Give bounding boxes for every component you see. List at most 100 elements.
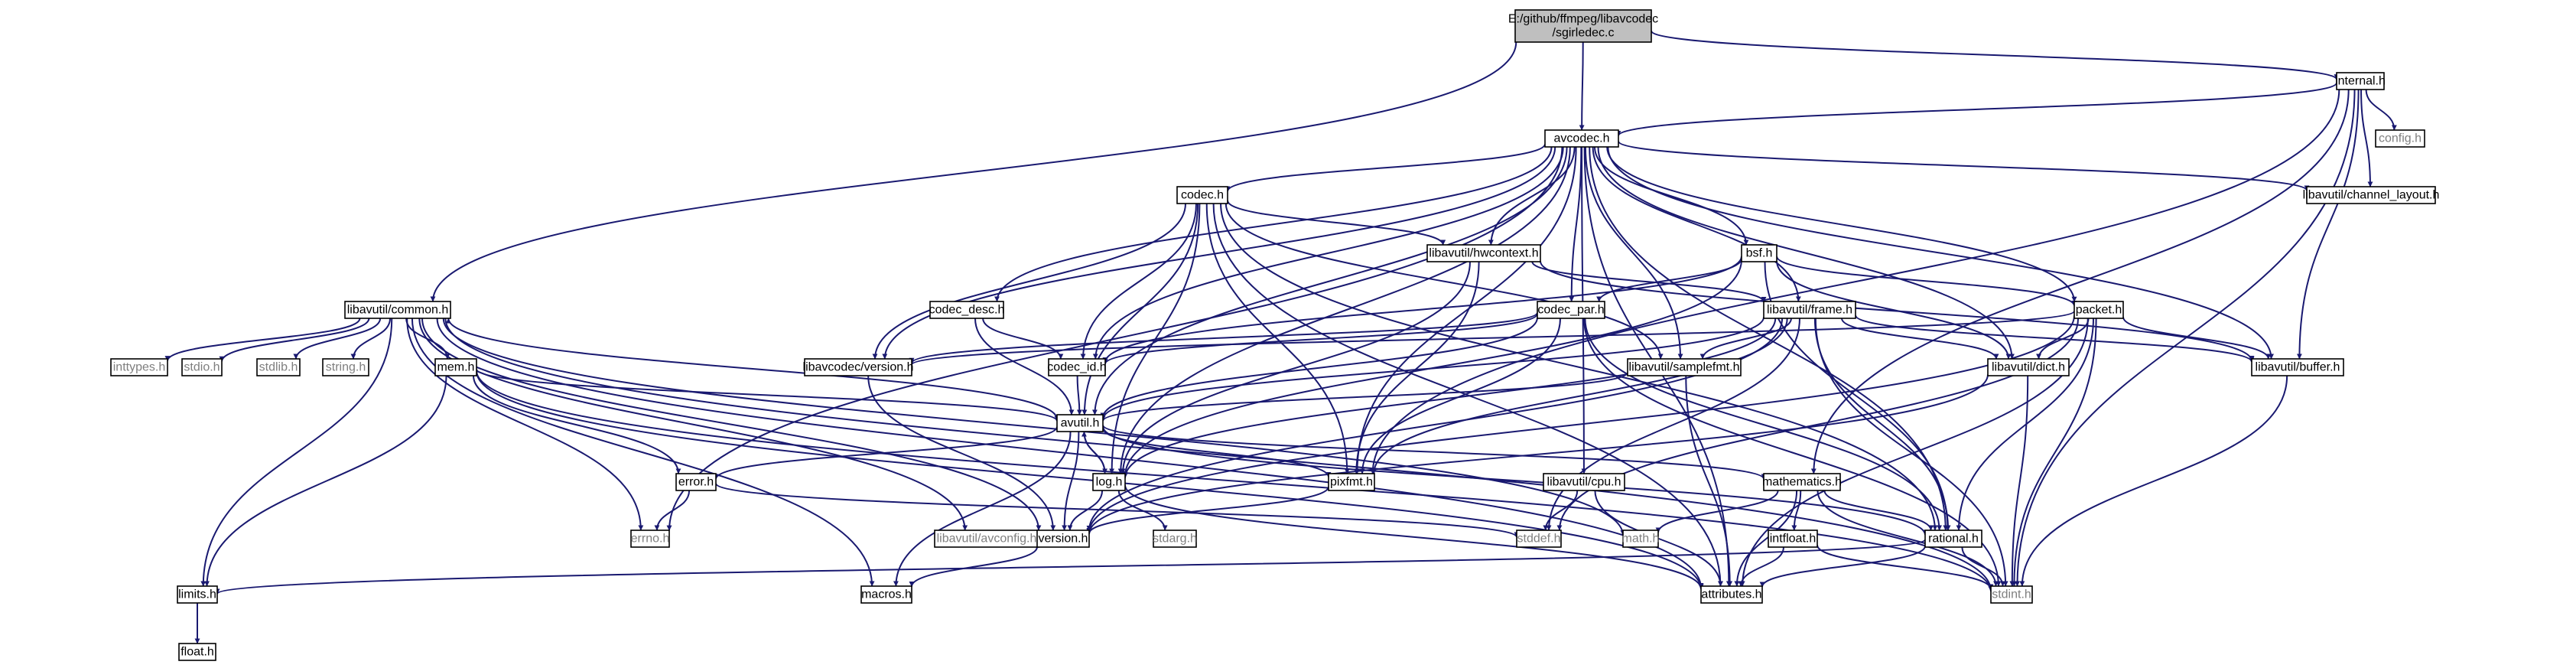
edge-rational_h-to-stdint_h <box>1961 546 2006 587</box>
edge-avutil_h-to-version_h <box>1062 431 1080 531</box>
node-label: stddef.h <box>1517 533 1561 546</box>
node-box <box>322 358 369 376</box>
node-math-h[interactable]: math.h <box>1622 530 1660 548</box>
edge-packet_h-to-dict_h <box>2036 318 2090 360</box>
edge-codec_h-to-samplefmt_h <box>1225 203 1664 360</box>
edge-avcodec_h-to-packet_h <box>1606 146 2077 302</box>
edge-samplefmt_h-to-attributes_h <box>1685 375 1733 587</box>
node-label: attributes.h <box>1701 588 1761 601</box>
node-errno-h[interactable]: errno.h <box>630 530 670 548</box>
node-string-h[interactable]: string.h <box>322 358 369 376</box>
edge-avutil_h-to-error_h <box>713 426 1058 480</box>
node-buffer-h[interactable]: libavutil/buffer.h <box>2251 358 2344 376</box>
node-label: packet.h <box>2076 304 2122 317</box>
node-label: pixfmt.h <box>1330 476 1373 489</box>
node-config-h[interactable]: config.h <box>2375 129 2425 148</box>
edge-avcodec_h-to-codec_par_h <box>1569 146 1582 302</box>
node-box <box>1426 244 1541 262</box>
node-lavc-version-h[interactable]: libavcodec/version.h <box>803 358 914 376</box>
node-log-h[interactable]: log.h <box>1092 473 1126 491</box>
node-label: libavutil/frame.h <box>1767 304 1852 317</box>
edge-avcodec_h-to-samplefmt_h <box>1584 146 1683 360</box>
edge-avcodec_h-to-buffer_h <box>1607 146 2275 360</box>
edge-frame_h-to-avutil_h <box>1100 317 1764 420</box>
node-box <box>1092 473 1126 491</box>
edge-codec_par_h-to-lavc_version_h <box>909 311 1538 364</box>
node-codec-id-h[interactable]: codec_id.h <box>1047 358 1107 376</box>
edge-dict_h-to-version_h <box>1086 374 1989 535</box>
node-attributes-h[interactable]: attributes.h <box>1700 585 1763 604</box>
edge-frame_h-to-dict_h <box>1840 318 1999 360</box>
node-box <box>1544 129 1619 148</box>
edge-intfloat_h-to-attributes_h <box>1738 546 1784 587</box>
node-channel-layout-h[interactable]: libavutil/channel_layout.h <box>2303 186 2440 204</box>
edge-log_h-to-version_h <box>1067 490 1104 531</box>
node-intfloat-h[interactable]: intfloat.h <box>1768 530 1818 548</box>
node-dict-h[interactable]: libavutil/dict.h <box>1987 358 2070 376</box>
edge-pixfmt_h-to-version_h <box>1086 486 1329 534</box>
node-common-h[interactable]: libavutil/common.h <box>344 301 451 319</box>
edge-packet_h-to-buffer_h <box>2122 316 2272 360</box>
node-limits-h[interactable]: limits.h <box>177 585 218 604</box>
node-avutil-h[interactable]: avutil.h <box>1056 414 1104 432</box>
edge-rational_h-to-limits_h <box>214 539 1926 595</box>
node-stddef-h[interactable]: stddef.h <box>1516 530 1562 548</box>
node-bsf-h[interactable]: bsf.h <box>1741 244 1778 262</box>
node-avcodec-h[interactable]: avcodec.h <box>1544 129 1619 148</box>
edge-mem_h-to-stdint_h <box>476 370 1994 592</box>
node-inttypes-h[interactable]: inttypes.h <box>110 358 168 376</box>
node-box <box>860 585 912 604</box>
edge-avcodec_h-to-pixfmt_h <box>1354 146 1577 474</box>
edge-cpu_h-to-stddef_h <box>1543 490 1579 531</box>
node-frame-h[interactable]: libavutil/frame.h <box>1763 301 1856 319</box>
edge-mathematics_h-to-rational_h <box>1823 490 1934 531</box>
node-label: libavcodec/version.h <box>803 361 914 374</box>
node-label: /sgirledec.c <box>1553 27 1615 40</box>
node-box <box>1768 530 1818 548</box>
edge-codec_h-to-pixfmt_h <box>1205 203 1350 474</box>
node-version-h[interactable]: version.h <box>1036 530 1090 548</box>
node-stdio-h[interactable]: stdio.h <box>181 358 223 376</box>
edge-internal_h-to-pixfmt_h <box>1370 89 2340 474</box>
node-box <box>256 358 301 376</box>
node-codec-par-h[interactable]: codec_par.h <box>1537 301 1605 319</box>
edge-avcodec_h-to-channel_layout_h <box>1618 140 2310 191</box>
edge-bsf_h-to-codec_par_h <box>1596 258 1742 302</box>
node-packet-h[interactable]: packet.h <box>2073 301 2124 319</box>
node-samplefmt-h[interactable]: libavutil/samplefmt.h <box>1627 358 1742 376</box>
node-mem-h[interactable]: mem.h <box>434 358 477 376</box>
node-macros-h[interactable]: macros.h <box>860 585 912 604</box>
nodes-layer: E:/github/ffmpeg/libavcodec/sgirledec.c i… <box>110 9 2440 661</box>
node-root[interactable]: E:/github/ffmpeg/libavcodec/sgirledec.c <box>1508 9 1658 43</box>
node-hwcontext-h[interactable]: libavutil/hwcontext.h <box>1426 244 1541 262</box>
node-label: limits.h <box>178 588 216 601</box>
node-box <box>1700 585 1763 604</box>
edge-common_h-to-attributes_h <box>436 318 1704 588</box>
node-stdarg-h[interactable]: stdarg.h <box>1153 530 1197 548</box>
node-internal-h[interactable]: internal.h <box>2335 72 2386 90</box>
node-avconfig-h[interactable]: libavutil/avconfig.h <box>934 530 1039 548</box>
node-float-h[interactable]: float.h <box>178 643 216 661</box>
node-box <box>2336 72 2385 90</box>
node-label: libavutil/avconfig.h <box>937 533 1037 546</box>
edge-mem_h-to-limits_h <box>204 375 447 587</box>
node-label: bsf.h <box>1746 247 1773 260</box>
node-rational-h[interactable]: rational.h <box>1924 530 1982 548</box>
node-codec-desc-h[interactable]: codec_desc.h <box>929 301 1005 319</box>
node-label: stdio.h <box>184 361 220 374</box>
node-error-h[interactable]: error.h <box>675 473 717 491</box>
edge-hwcontext_h-to-frame_h <box>1531 261 1767 303</box>
node-box <box>177 585 218 604</box>
node-mathematics-h[interactable]: mathematics.h <box>1762 473 1842 491</box>
node-stdint-h[interactable]: stdint.h <box>1990 585 2033 604</box>
node-box <box>1924 530 1982 548</box>
node-label: E:/github/ffmpeg/libavcodec <box>1508 13 1658 26</box>
node-box <box>1763 473 1841 491</box>
node-label: libavutil/common.h <box>347 304 449 317</box>
node-box <box>1153 530 1197 548</box>
node-cpu-h[interactable]: libavutil/cpu.h <box>1543 473 1625 491</box>
edge-common_h-to-errno_h <box>406 318 644 531</box>
node-codec-h[interactable]: codec.h <box>1176 186 1228 204</box>
node-stdlib-h[interactable]: stdlib.h <box>256 358 301 376</box>
node-pixfmt-h[interactable]: pixfmt.h <box>1328 473 1375 491</box>
